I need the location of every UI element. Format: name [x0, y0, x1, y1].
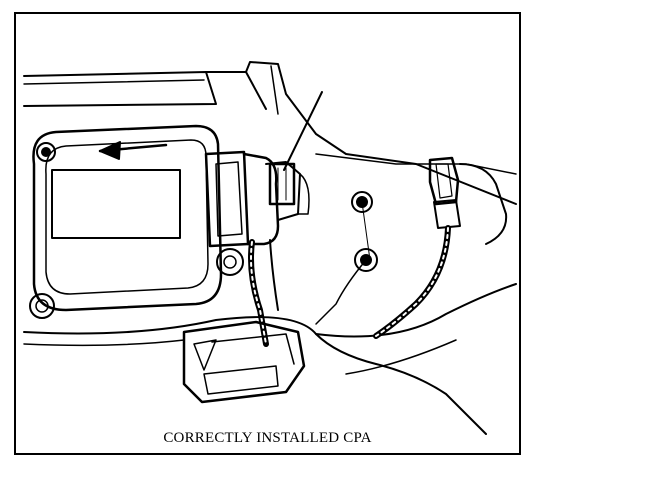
arrow-icon	[98, 141, 168, 160]
bolt-right-lower	[354, 248, 378, 272]
leader-line	[283, 91, 323, 171]
figure-caption: CORRECTLY INSTALLED CPA	[163, 430, 372, 446]
engine-bay-illustration	[23, 61, 517, 435]
bolt-center	[216, 248, 244, 276]
bolt-right-upper	[351, 191, 373, 213]
connector-assembly	[204, 150, 310, 248]
right-connector	[315, 156, 508, 339]
bolt-bottom-left	[29, 293, 55, 319]
lower-panel	[23, 283, 517, 435]
wiring-harness	[248, 239, 279, 347]
bolt-top-left	[36, 142, 56, 162]
module-label-window	[51, 169, 181, 239]
figure-frame: CORRECTLY INSTALLED CPA	[14, 12, 521, 455]
module-housing	[32, 124, 223, 312]
harness-boot	[182, 320, 306, 404]
cpa-lock	[268, 162, 296, 206]
